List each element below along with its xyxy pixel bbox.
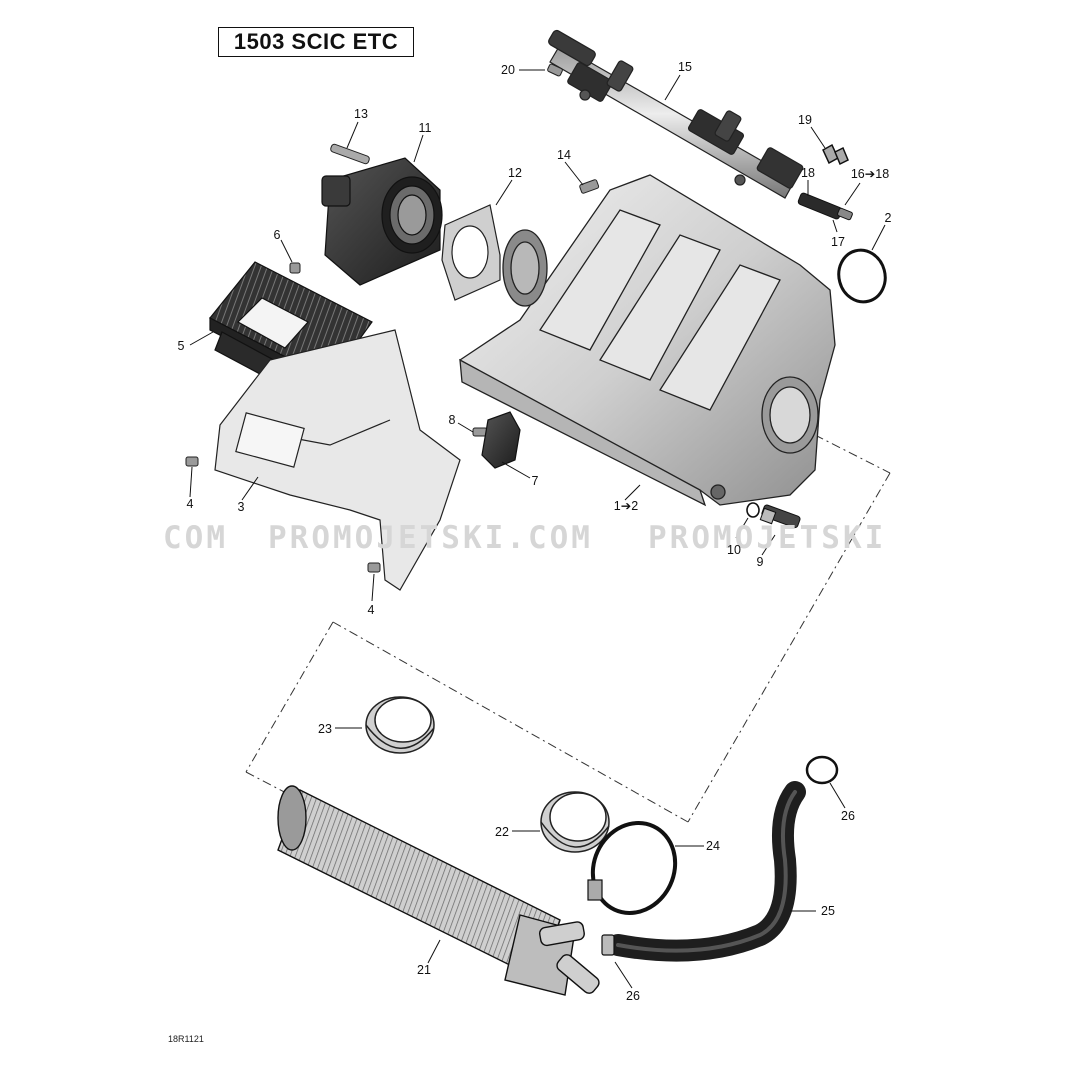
callout-12[interactable]: 12 [508, 165, 522, 180]
callout-17[interactable]: 17 [831, 234, 845, 249]
watermark-right: PROMOJETSKI [648, 520, 887, 556]
intercooler [277, 785, 600, 996]
callout-15[interactable]: 15 [678, 59, 692, 74]
callout-20[interactable]: 20 [501, 62, 515, 77]
callout-3[interactable]: 3 [237, 499, 245, 514]
callout-21[interactable]: 21 [417, 962, 431, 977]
gasket-12 [441, 204, 501, 301]
bolt-13 [330, 143, 370, 165]
clamp-26-bottom [601, 934, 615, 956]
bolt-4a [185, 456, 199, 467]
watermark-left: COM [163, 520, 228, 556]
callout-26-bottom[interactable]: 26 [626, 988, 640, 1003]
ecm-bracket [214, 329, 461, 591]
oring-2 [837, 248, 887, 304]
throttle-body [321, 157, 443, 286]
bolt-14 [579, 179, 600, 194]
bolt-20 [547, 63, 563, 77]
callout-26-top[interactable]: 26 [841, 808, 855, 823]
callout-16-to-18[interactable]: 16➔18 [850, 166, 890, 181]
assembly-dashed-lines [245, 434, 891, 823]
callout-6[interactable]: 6 [273, 227, 281, 242]
callout-4-bottom[interactable]: 4 [367, 602, 375, 617]
hose-25 [607, 781, 806, 962]
bolt-4b [367, 562, 381, 573]
clamp-24 [587, 821, 678, 915]
callout-18[interactable]: 18 [801, 165, 815, 180]
injector [797, 192, 853, 221]
washer-10 [746, 502, 760, 518]
callout-22[interactable]: 22 [495, 824, 509, 839]
clamp-26-top [805, 755, 839, 785]
drawing-number: 18R1121 [168, 1034, 204, 1044]
callout-13[interactable]: 13 [354, 106, 368, 121]
bolts-small [185, 262, 488, 573]
ring-22 [540, 791, 610, 853]
callout-7[interactable]: 7 [531, 473, 539, 488]
callout-14[interactable]: 14 [557, 147, 571, 162]
callout-2[interactable]: 2 [884, 210, 892, 225]
intake-manifold [459, 174, 836, 507]
callout-25[interactable]: 25 [821, 903, 835, 918]
callout-8[interactable]: 8 [448, 412, 456, 427]
clip-19 [822, 143, 849, 166]
temp-sensor [746, 502, 801, 529]
callout-4-left[interactable]: 4 [186, 496, 194, 511]
callout-23[interactable]: 23 [318, 721, 332, 736]
callout-24[interactable]: 24 [706, 838, 720, 853]
callout-1-to-2[interactable]: 1➔2 [613, 498, 639, 513]
callout-10[interactable]: 10 [727, 542, 741, 557]
map-sensor [481, 411, 521, 469]
model-title: 1503 SCIC ETC [218, 27, 414, 57]
callout-19[interactable]: 19 [798, 112, 812, 127]
ring-23 [365, 696, 435, 754]
bolt-6 [289, 262, 301, 274]
callout-9[interactable]: 9 [756, 554, 764, 569]
callout-11[interactable]: 11 [418, 120, 432, 135]
watermark-middle: PROMOJETSKI.COM [268, 520, 593, 556]
leader-lines [189, 69, 886, 989]
fuel-rail [548, 29, 804, 199]
callout-5[interactable]: 5 [177, 338, 185, 353]
